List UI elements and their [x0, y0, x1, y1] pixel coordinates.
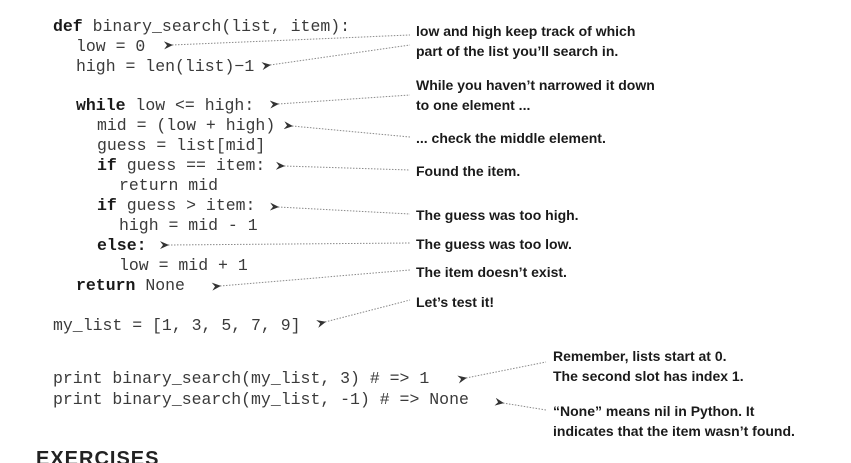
- leader-found: [275, 161, 411, 171]
- code-line-low: low = 0: [76, 37, 146, 56]
- keyword-return: return: [76, 276, 136, 295]
- annotation-line: Remember, lists start at 0.: [553, 348, 727, 364]
- leader-low: [163, 34, 411, 50]
- leader-high: [261, 44, 411, 71]
- code-line-while: while low <= high:: [76, 96, 254, 116]
- code-text: None: [135, 276, 185, 295]
- code-line-high-update: high = mid - 1: [119, 216, 258, 235]
- keyword-def: def: [53, 17, 83, 36]
- leader-too-high: [269, 202, 411, 215]
- code-line-high: high = len(list)−1: [76, 57, 255, 76]
- annotation-too-low: The guess was too low.: [416, 236, 572, 252]
- annotation-not-exist: The item doesn’t exist.: [416, 264, 567, 280]
- code-line-if-equal: if guess == item:: [97, 156, 265, 176]
- leader-index: [457, 361, 547, 384]
- code-line-low-update: low = mid + 1: [119, 256, 248, 275]
- annotation-line: “None” means nil in Python. It: [553, 403, 755, 419]
- keyword-while: while: [76, 96, 126, 115]
- annotation-middle: ... check the middle element.: [416, 130, 606, 146]
- keyword-if: if: [97, 156, 117, 175]
- code-line-else: else:: [97, 236, 147, 256]
- leader-none: [494, 397, 547, 411]
- annotation-none: “None” means nil in Python. It indicates…: [553, 401, 795, 441]
- code-line-print-1: print binary_search(my_list, 3) # => 1: [53, 369, 430, 388]
- code-line-return-none: return None: [76, 276, 185, 296]
- code-line-guess: guess = list[mid]: [97, 136, 266, 155]
- leader-mid: [283, 121, 411, 138]
- annotation-line: to one element ...: [416, 97, 531, 113]
- annotation-too-high: The guess was too high.: [416, 207, 579, 223]
- annotation-found: Found the item.: [416, 163, 521, 179]
- leader-test: [316, 299, 411, 328]
- code-line-mid: mid = (low + high): [97, 116, 276, 135]
- section-heading-cropped: EXERCISES: [36, 449, 176, 463]
- code-line-if-greater: if guess > item:: [97, 196, 255, 216]
- code-line-return-mid: return mid: [119, 176, 219, 195]
- keyword-else: else:: [97, 236, 147, 255]
- keyword-if: if: [97, 196, 117, 215]
- annotation-low-high: low and high keep track of which part of…: [416, 21, 635, 61]
- annotation-index: Remember, lists start at 0. The second s…: [553, 346, 744, 386]
- leader-not-exist: [211, 269, 411, 291]
- annotation-line: While you haven’t narrowed it down: [416, 77, 655, 93]
- section-heading: EXERCISES: [36, 449, 160, 463]
- annotation-line: low and high keep track of which: [416, 23, 636, 39]
- leader-too-low: [159, 241, 411, 250]
- code-text: binary_search(list, item):: [82, 17, 351, 36]
- code-text: low <= high:: [125, 96, 255, 115]
- code-line-print-2: print binary_search(my_list, -1) # => No…: [53, 390, 469, 409]
- annotation-test: Let’s test it!: [416, 294, 495, 310]
- leader-while: [269, 94, 411, 109]
- code-line-def: def binary_search(list, item):: [53, 17, 350, 37]
- code-text: guess > item:: [116, 196, 256, 215]
- annotation-line: part of the list you’ll search in.: [416, 43, 619, 59]
- code-line-my-list: my_list = [1, 3, 5, 7, 9]: [53, 316, 301, 335]
- annotation-while: While you haven’t narrowed it down to on…: [416, 75, 655, 115]
- annotation-line: The second slot has index 1.: [553, 368, 744, 384]
- code-text: guess == item:: [116, 156, 266, 175]
- annotation-line: indicates that the item wasn’t found.: [553, 423, 795, 439]
